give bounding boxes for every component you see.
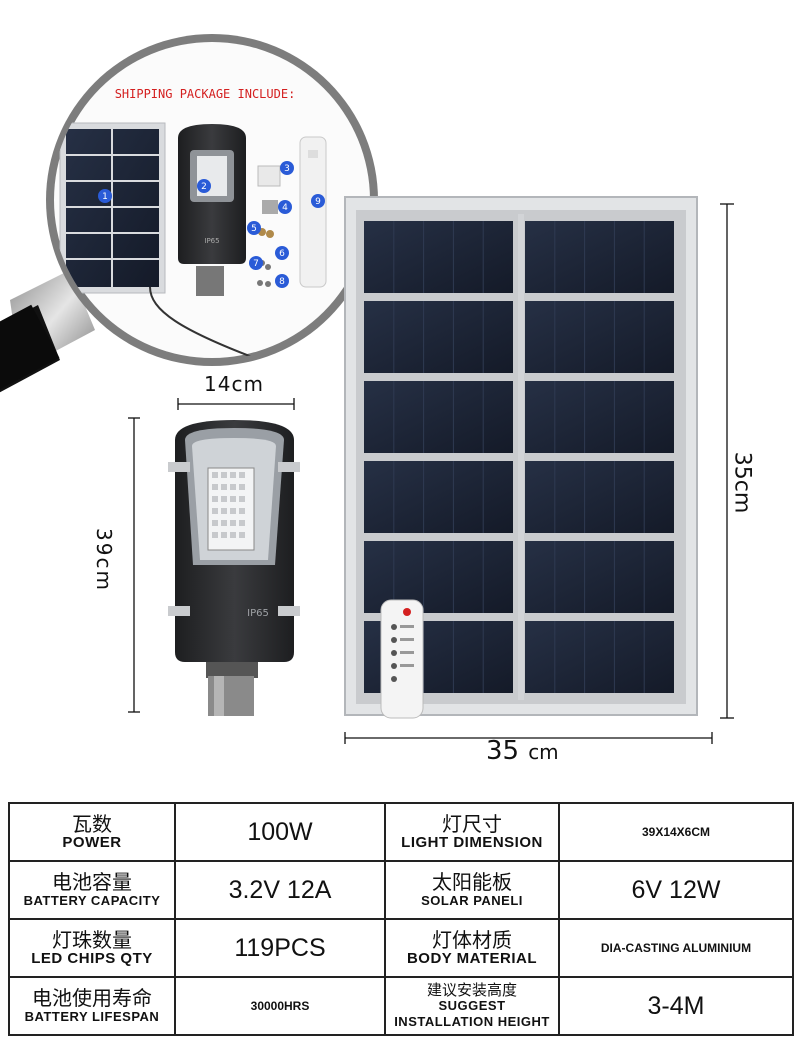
spec-value-battery-capacity: 3.2V 12A: [174, 860, 386, 920]
badge-1: 1: [102, 192, 108, 202]
label-en: BATTERY LIFESPAN: [24, 1009, 160, 1024]
panel-width-unit: cm: [528, 740, 559, 764]
value-text: DIA-CASTING ALUMINIUM: [600, 941, 752, 955]
panel-cell-block: [364, 381, 513, 453]
label-en: LED CHIPS QTY: [31, 950, 153, 967]
callout-solar-panel: [59, 122, 261, 360]
panel-cell-block: [525, 541, 674, 613]
item-badges: 1 2 3 4 5 6 7 8 9: [98, 161, 325, 288]
panel-cell-block: [525, 621, 674, 693]
badge-2: 2: [201, 182, 207, 192]
label-cn: 灯体材质: [432, 928, 512, 952]
label-en: SUGGEST: [438, 998, 506, 1013]
panel-cell-block: [525, 461, 674, 533]
panel-cells: [364, 221, 674, 693]
panel-height-label: 35cm: [729, 451, 755, 514]
badge-6: 6: [279, 249, 285, 259]
dimension-lines: [128, 203, 734, 744]
spec-value-light-dimension: 39X14X6CM: [558, 802, 794, 862]
lamp-head: IP65: [168, 420, 300, 716]
lamp-width-label: 14cm: [204, 372, 264, 396]
value-text: 39X14X6CM: [641, 825, 711, 839]
remote-control: [380, 599, 424, 719]
panel-cell-block: [364, 461, 513, 533]
callout-lamp-rating: IP65: [204, 237, 219, 245]
badge-9: 9: [315, 197, 321, 207]
label-en: SOLAR PANELI: [421, 893, 523, 908]
spec-value-power: 100W: [174, 802, 386, 862]
label-cn: 灯尺寸: [442, 812, 502, 836]
value-text: 3.2V 12A: [228, 875, 332, 904]
value-text: 119PCS: [234, 933, 326, 962]
spec-value-solar-panel: 6V 12W: [558, 860, 794, 920]
solar-panel: [344, 196, 698, 716]
panel-cell-block: [364, 221, 513, 293]
label-cn: 电池使用寿命: [32, 986, 152, 1010]
label-en: LIGHT DIMENSION: [401, 834, 543, 851]
badge-3: 3: [284, 164, 290, 174]
label-en: BATTERY CAPACITY: [23, 893, 161, 908]
spec-value-led-chips: 119PCS: [174, 918, 386, 978]
spec-value-install-height: 3-4M: [558, 976, 794, 1036]
callout-lamp: IP65: [178, 124, 246, 296]
label-cn: 电池容量: [52, 870, 132, 894]
badge-4: 4: [282, 203, 288, 213]
panel-cell-block: [525, 221, 674, 293]
label-cn: 太阳能板: [432, 870, 512, 894]
label-cn: 瓦数: [72, 812, 112, 836]
value-text: 6V 12W: [631, 875, 721, 904]
label-en: BODY MATERIAL: [406, 950, 538, 967]
package-callout: IP65 1 2 3 4 5 6 7 8 9: [46, 34, 378, 366]
lamp-height-label: 39cm: [92, 528, 116, 592]
value-text: 100W: [247, 817, 313, 846]
spec-value-body-material: DIA-CASTING ALUMINIUM: [558, 918, 794, 978]
value-text: 30000HRS: [250, 999, 310, 1013]
lamp-rating: IP65: [247, 608, 269, 619]
panel-width-value: 35: [486, 736, 520, 766]
value-text: 3-4M: [647, 991, 705, 1020]
spec-value-battery-lifespan: 30000HRS: [174, 976, 386, 1036]
panel-width-label: 35 cm: [486, 736, 559, 766]
panel-cell-block: [525, 381, 674, 453]
label-cn: 灯珠数量: [52, 928, 132, 952]
badge-8: 8: [279, 277, 285, 287]
label-cn: 建议安装高度: [426, 981, 517, 999]
callout-title: SHIPPING PACKAGE INCLUDE:: [115, 87, 296, 101]
panel-cell-block: [364, 301, 513, 373]
magnifier-handle: [0, 270, 95, 396]
badge-5: 5: [251, 224, 257, 234]
label-en: INSTALLATION HEIGHT: [394, 1014, 550, 1029]
panel-cell-block: [525, 301, 674, 373]
badge-7: 7: [253, 259, 259, 269]
label-en: POWER: [62, 834, 122, 851]
product-illustration: IP65 1 2 3 4 5 6 7 8 9: [0, 34, 734, 744]
